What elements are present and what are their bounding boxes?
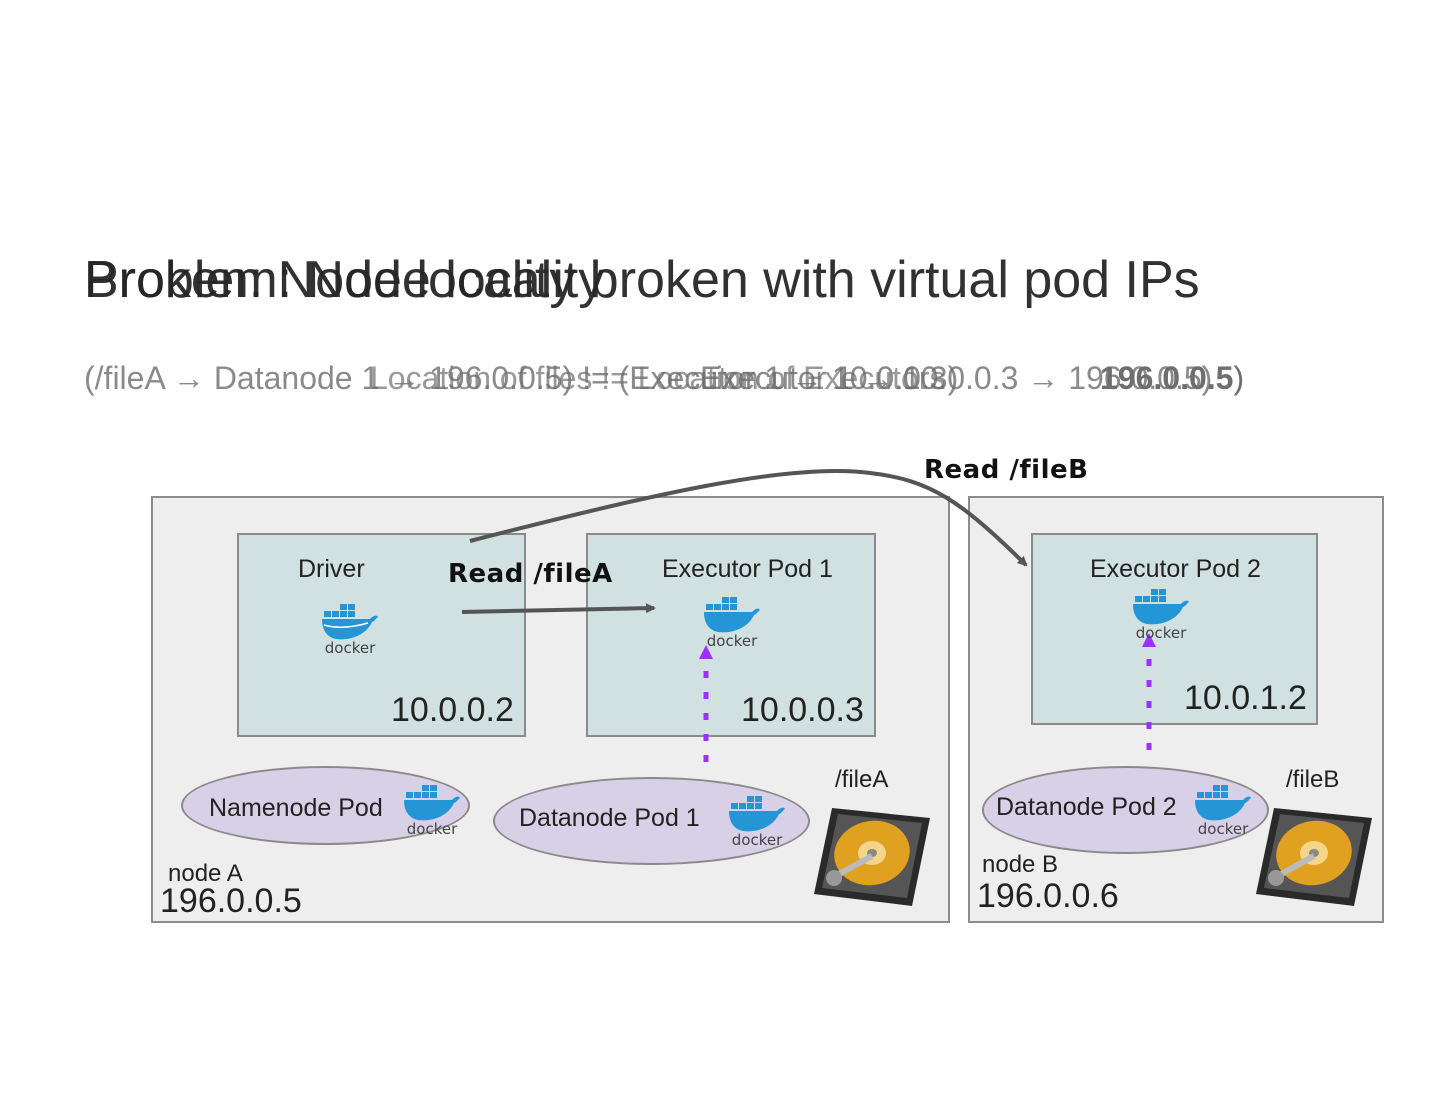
docker-whale-icon: docker	[1131, 588, 1191, 642]
docker-whale-icon: docker	[727, 795, 787, 849]
datanode-pod-1: Datanode Pod 1	[493, 777, 810, 865]
hard-disk-icon	[812, 798, 932, 908]
subtitle-layer-1: (/fileA → Datanode 1 → 196.0.0.5) != (Ex…	[84, 360, 959, 396]
executor-pod-2: Executor Pod 2 10.0.1.2	[1031, 533, 1318, 725]
read-file-a-arrow	[461, 603, 656, 614]
docker-word: docker	[324, 639, 376, 657]
subtitle-layer-3: Executor 1 → 10.0.0.3 → 196.0.0.5)	[700, 360, 1213, 396]
driver-ip: 10.0.0.2	[391, 691, 514, 729]
docker-word: docker	[706, 632, 758, 650]
slide-title-layer-1: Problem: Node locality	[84, 251, 605, 309]
executor-1-ip: 10.0.0.3	[741, 691, 864, 729]
slide-title-layer-2: Broken: Node locality broken with virtua…	[84, 251, 1200, 309]
executor-1-label: Executor Pod 1	[662, 555, 833, 583]
node-b-name: node B	[982, 851, 1059, 878]
read-file-b-arrow	[469, 468, 1028, 567]
docker-whale-icon: docker	[402, 784, 462, 838]
docker-word: docker	[1197, 820, 1249, 838]
docker-word: docker	[406, 820, 458, 838]
node-a-name: node A	[168, 860, 243, 887]
executor-pod-1: Executor Pod 1 10.0.0.3	[586, 533, 876, 737]
executor-2-ip: 10.0.1.2	[1184, 679, 1307, 717]
docker-whale-icon: docker	[1193, 784, 1253, 838]
file-b-label: /fileB	[1286, 766, 1340, 793]
node-b-ip: 196.0.0.6	[977, 877, 1119, 915]
datanode-2-label: Datanode Pod 2	[996, 793, 1177, 821]
read-file-a-label: Read /fileA	[448, 559, 613, 589]
node-a-ip: 196.0.0.5	[160, 882, 302, 920]
subtitle-layer-2: Location of files != Location of Executo…	[370, 360, 946, 396]
datanode-1-label: Datanode Pod 1	[519, 804, 700, 832]
driver-pod: Driver 10.0.0.2	[237, 533, 526, 737]
driver-label: Driver	[298, 555, 365, 583]
namenode-label: Namenode Pod	[209, 794, 383, 822]
executor-2-label: Executor Pod 2	[1090, 555, 1261, 583]
docker-word: docker	[1135, 624, 1187, 642]
docker-whale-icon: docker	[702, 596, 762, 650]
subtitle-bold-ip: 196.0.0.5)	[1100, 360, 1245, 396]
file-a-label: /fileA	[835, 766, 889, 793]
hard-disk-icon	[1254, 798, 1374, 908]
docker-whale-icon: docker	[320, 603, 380, 657]
read-file-b-label: Read /fileB	[924, 455, 1089, 485]
docker-word: docker	[731, 831, 783, 849]
